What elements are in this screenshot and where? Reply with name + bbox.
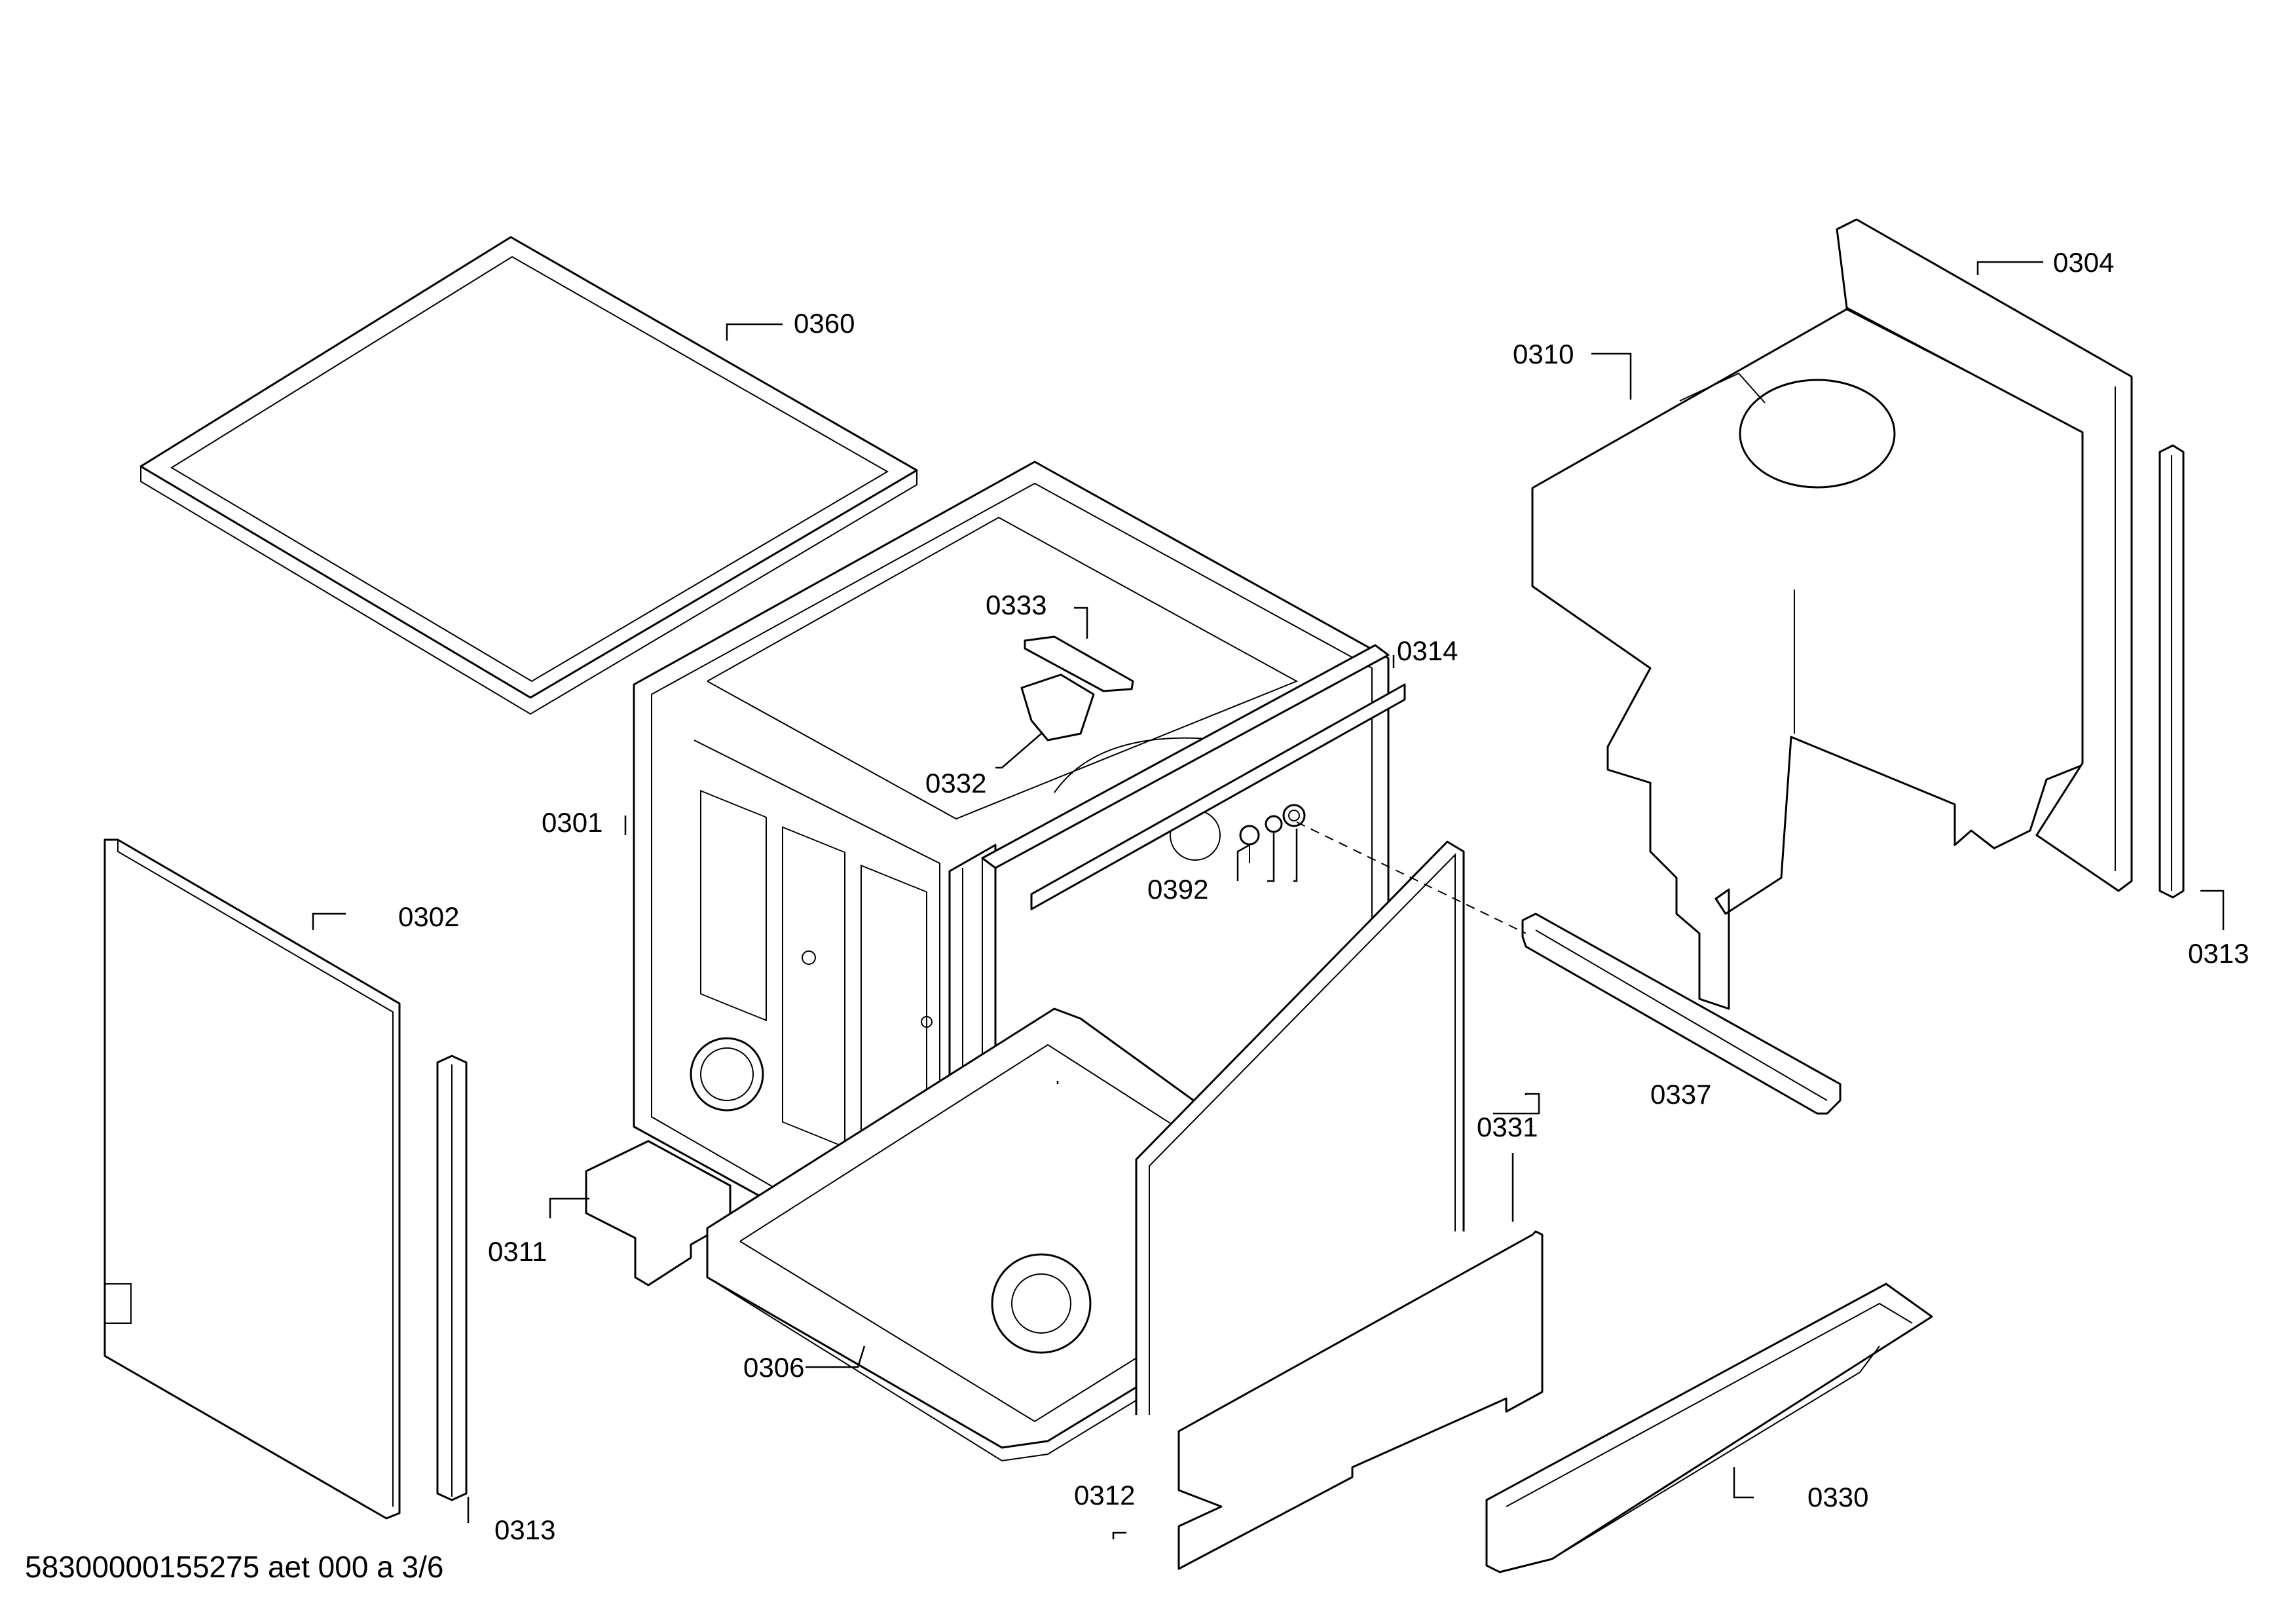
callout-0301: 0301 — [542, 807, 602, 838]
callout-0337: 0337 — [1650, 1079, 1711, 1110]
callout-0311: 0311 — [488, 1236, 547, 1267]
callout-0304: 0304 — [2053, 247, 2114, 278]
callout-0392: 0392 — [1147, 874, 1208, 905]
callout-0310: 0310 — [1513, 339, 1574, 369]
part-0314-top-rail — [981, 644, 1406, 910]
part-0337-spray-bar — [1521, 912, 1842, 1115]
callout-0302: 0302 — [398, 901, 459, 932]
part-0304-back-panel — [1836, 218, 2133, 892]
callout-0330: 0330 — [1807, 1482, 1868, 1512]
part-0332-hinge-bracket — [1020, 673, 1095, 741]
callout-0306: 0306 — [743, 1352, 804, 1383]
callout-0332: 0332 — [925, 768, 986, 798]
assembly-axis-line — [1296, 821, 1527, 934]
callout-0331: 0331 — [1477, 1112, 1538, 1142]
part-0331-hose-loop — [1135, 840, 1465, 1415]
part-0330-bottom-rail — [1485, 1283, 1933, 1573]
part-0333-clip — [1024, 635, 1134, 692]
part-0302-side-panel-left — [103, 838, 401, 1520]
part-0311-insulation-block-left — [585, 1140, 731, 1286]
part-0313-seal-left — [436, 1055, 468, 1501]
document-id: 58300000155275 aet 000 a 3/6 — [25, 1550, 444, 1584]
callout-0313-right: 0313 — [2188, 938, 2249, 969]
callout-0333: 0333 — [986, 590, 1046, 620]
callout-0314: 0314 — [1397, 635, 1458, 666]
part-0392-fastener-set — [1239, 804, 1306, 863]
leader-lines — [312, 261, 2225, 1539]
callout-0312: 0312 — [1074, 1480, 1135, 1511]
callout-0360: 0360 — [794, 308, 855, 339]
callout-0313-left: 0313 — [494, 1514, 555, 1545]
part-0310-insulation-shroud — [1531, 308, 2084, 1010]
part-0312-plinth-panel — [1177, 1230, 1544, 1570]
part-0360-top-cover — [139, 236, 918, 715]
part-0313-seal-right — [2158, 444, 2185, 899]
